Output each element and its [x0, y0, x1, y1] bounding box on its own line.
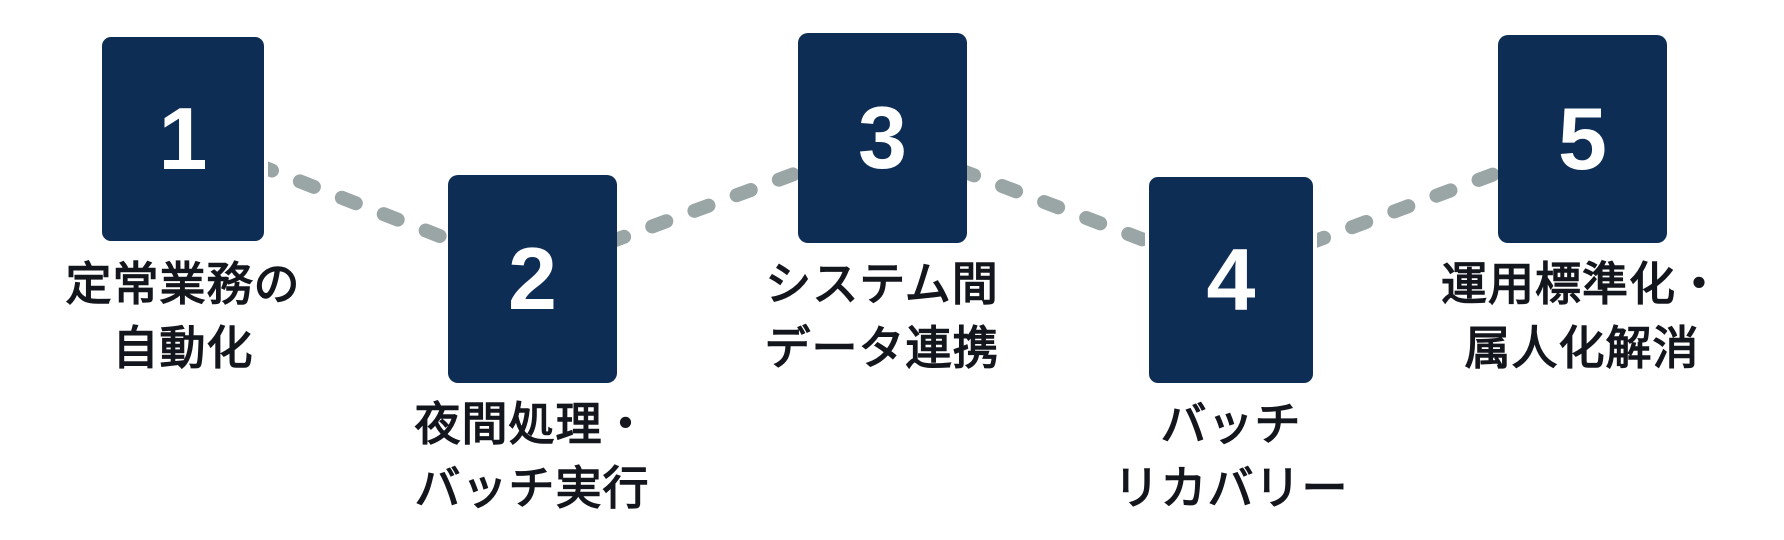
step-4-label-line1: バッチ [1160, 398, 1302, 450]
step-2-label-line2: バッチ実行 [414, 462, 650, 514]
step-3-box: 3 [798, 33, 967, 243]
step-3-label: システム間 データ連携 [682, 252, 1082, 380]
step-3-label-line2: データ連携 [764, 322, 1000, 374]
dash-line-2-3 [603, 163, 812, 249]
step-5-number: 5 [1558, 89, 1607, 188]
dash-line-1-2 [251, 158, 462, 249]
step-5-label-line1: 運用標準化・ [1441, 258, 1723, 310]
step-5-label-line2: 属人化解消 [1464, 322, 1700, 374]
step-2-number: 2 [508, 229, 557, 328]
step-1-label: 定常業務の 自動化 [0, 252, 383, 380]
step-1-label-line2: 自動化 [112, 322, 254, 374]
step-1-label-line1: 定常業務の [65, 258, 301, 310]
step-2-box: 2 [448, 175, 617, 383]
dash-line-4-5 [1303, 163, 1512, 250]
step-1-number: 1 [158, 89, 208, 188]
step-3-number: 3 [858, 88, 907, 187]
step-2-label: 夜間処理・ バッチ実行 [332, 392, 732, 520]
step-4-number: 4 [1206, 230, 1256, 329]
step-3-label-line1: システム間 [765, 258, 999, 310]
step-4-box: 4 [1145, 173, 1317, 387]
step-1-box: 1 [98, 33, 268, 245]
step-5-label: 運用標準化・ 属人化解消 [1382, 252, 1782, 380]
step-2-label-line1: 夜間処理・ [414, 398, 650, 450]
dash-line-3-4 [953, 163, 1159, 250]
step-4-label: バッチ リカバリー [1031, 392, 1431, 520]
step-5-box: 5 [1498, 35, 1667, 243]
step-4-label-line2: リカバリー [1113, 462, 1349, 514]
